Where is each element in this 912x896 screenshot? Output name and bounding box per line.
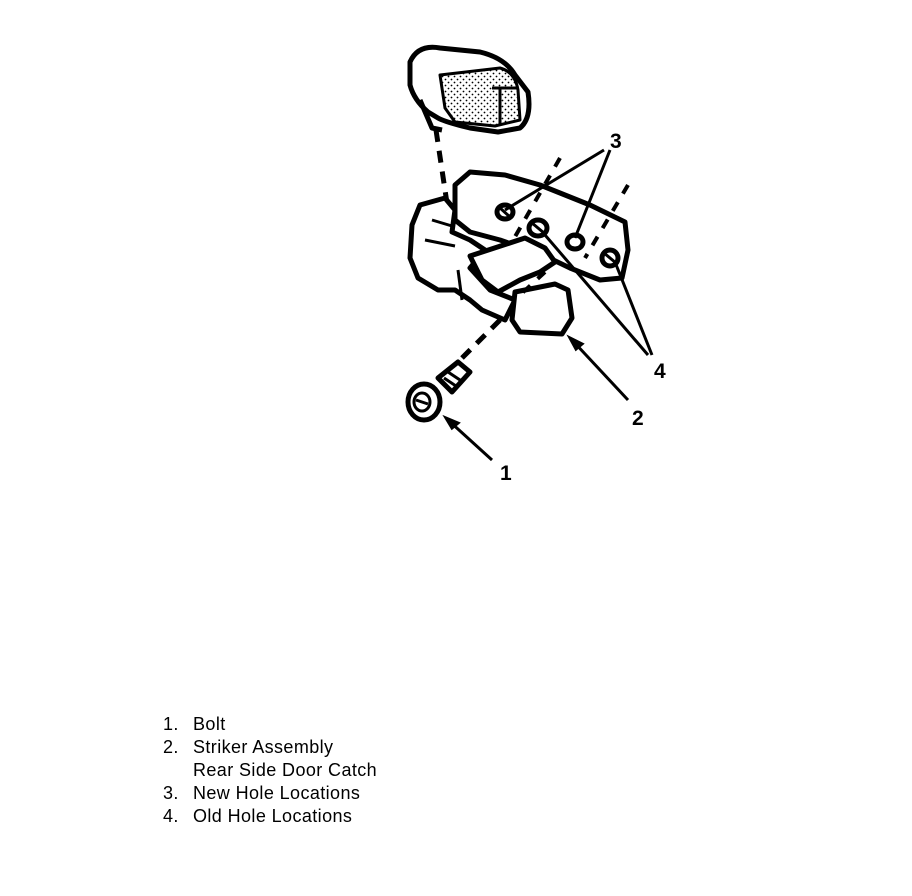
callout-striker: 2 — [632, 407, 644, 430]
legend-number: 2. — [163, 737, 179, 757]
legend-item: 2. Striker Assembly Rear Side Door Catch — [163, 736, 377, 782]
striker-assembly-body — [407, 169, 631, 337]
legend-number: 4. — [163, 806, 179, 826]
legend-item: 3. New Hole Locations — [163, 782, 377, 805]
legend-number: 3. — [163, 783, 179, 803]
legend-text: Striker Assembly Rear Side Door Catch — [193, 736, 377, 782]
legend-text: New Hole Locations — [193, 782, 360, 805]
legend-item: 4. Old Hole Locations — [163, 805, 377, 828]
legend-text: Bolt — [193, 713, 226, 736]
legend-item: 1. Bolt — [163, 713, 377, 736]
legend: 1. Bolt 2. Striker Assembly Rear Side Do… — [163, 713, 377, 828]
legend-label: Old Hole Locations — [193, 806, 353, 826]
leader-lines — [442, 148, 654, 462]
legend-label: New Hole Locations — [193, 783, 361, 803]
callout-old-holes: 4 — [654, 360, 666, 383]
alignment-dash — [583, 183, 630, 260]
alignment-dash — [510, 157, 562, 243]
legend-label: Bolt — [193, 714, 226, 734]
bolt — [405, 359, 473, 423]
legend-number: 1. — [163, 714, 179, 734]
legend-label: Striker Assembly — [193, 737, 334, 757]
alignment-dash — [518, 270, 547, 297]
callout-new-holes: 3 — [610, 130, 622, 153]
bolt-alignment-dash — [460, 318, 502, 360]
legend-text: Old Hole Locations — [193, 805, 352, 828]
callout-bolt: 1 — [500, 462, 512, 485]
legend-sublabel: Rear Side Door Catch — [193, 760, 378, 780]
door-latch-catch — [407, 44, 532, 135]
